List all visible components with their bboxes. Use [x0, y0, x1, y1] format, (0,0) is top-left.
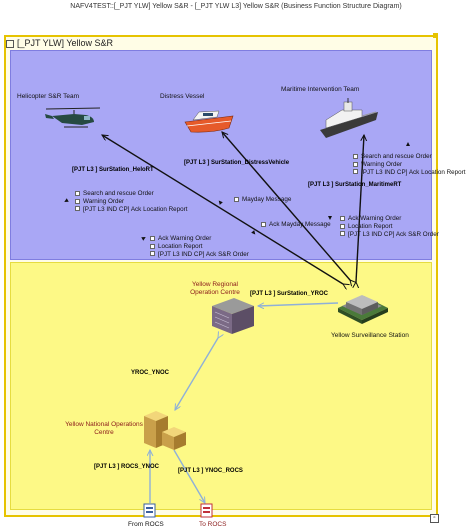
message-ack-mayday: Ack Mayday Message: [261, 221, 331, 229]
message-item[interactable]: Ack Warning Order: [150, 235, 249, 243]
package-icon: [6, 39, 14, 48]
diagram-title: NAFV4TEST::[_PJT YLW] Yellow S&R - [_PJT…: [70, 3, 402, 10]
link-ynoc-rocs[interactable]: [173, 449, 206, 503]
link-yroc-ynoc[interactable]: [174, 338, 218, 410]
link-distress[interactable]: [222, 132, 350, 280]
message-mayday: Mayday Message: [234, 196, 291, 204]
message-group-maritime-up: Ack Warning Order Location Report [PJT L…: [340, 215, 439, 238]
ship-icon[interactable]: [318, 98, 380, 140]
message-item[interactable]: Ack Warning Order: [340, 215, 439, 223]
resize-handle-icon[interactable]: ▫: [430, 514, 439, 523]
message-item[interactable]: Search and rescue Order: [353, 153, 466, 161]
to-rocs-port-icon[interactable]: [200, 503, 214, 519]
surveillance-station-label: Yellow Surveillance Station: [331, 332, 409, 339]
message-group-helo-up: Ack Warning Order Location Report [PJT L…: [150, 235, 249, 258]
link-yroc[interactable]: [258, 302, 339, 306]
message-item[interactable]: Location Report: [340, 223, 439, 231]
package-label: [_PJT YLW] Yellow S&R: [6, 38, 113, 48]
message-item[interactable]: [PJT L3 IND CP] Ack S&R Order: [340, 231, 439, 239]
lifeboat-icon[interactable]: [183, 106, 235, 136]
distress-vessel-label: Distress Vessel: [160, 93, 205, 100]
surveillance-station-icon[interactable]: [336, 284, 390, 330]
flow-direction-arrow: [328, 216, 332, 220]
helicopter-team-label: Helicopter S&R Team: [17, 93, 80, 100]
message-item[interactable]: Ack Mayday Message: [261, 221, 331, 229]
message-item[interactable]: [PJT L3 IND CP] Ack Location Report: [353, 169, 466, 177]
national-centre-label-text: Yellow National Operations Centre: [65, 421, 143, 436]
message-item[interactable]: Search and rescue Order: [75, 190, 188, 198]
from-rocs-port-icon[interactable]: [143, 503, 157, 519]
link-label-distress: [PJT L3 ] SurStation_DistressVehicle: [184, 160, 290, 166]
helicopter-icon[interactable]: [44, 106, 102, 130]
from-rocs-label: From ROCS: [128, 521, 164, 528]
national-centre-icon[interactable]: [140, 410, 188, 452]
building-icon[interactable]: [208, 294, 258, 336]
link-label-yroc: [PJT L3 ] SurStation_YROC: [250, 291, 329, 297]
link-label-ynoc-rocs: [PJT L3 ] YNOC_ROCS: [178, 468, 243, 474]
link-label-helo: [PJT L3 ] SurStation_HeloRT: [72, 167, 154, 173]
flow-direction-arrow: [406, 142, 410, 146]
message-item[interactable]: [PJT L3 IND CP] Ack Location Report: [75, 206, 188, 214]
link-label-maritime: [PJT L3 ] SurStation_MaritimeRT: [308, 182, 402, 188]
package-label-text: [_PJT YLW] Yellow S&R: [17, 38, 114, 48]
message-item[interactable]: Warning Order: [75, 198, 188, 206]
message-group-helo-down: Search and rescue Order Warning Order [P…: [75, 190, 188, 213]
link-label-yroc-ynoc: YROC_YNOC: [131, 370, 170, 376]
message-item[interactable]: Mayday Message: [234, 196, 291, 204]
link-label-rocs-ynoc: [PJT L3 ] ROCS_YNOC: [94, 464, 160, 470]
yroc-label-text: Yellow Regional Operation Centre: [190, 281, 240, 296]
national-centre-label: Yellow National Operations Centre: [64, 421, 144, 437]
to-rocs-label: To ROCS: [199, 521, 227, 528]
maritime-team-label: Maritime Intervention Team: [281, 86, 360, 93]
message-item[interactable]: [PJT L3 IND CP] Ack S&R Order: [150, 251, 249, 259]
message-item[interactable]: Warning Order: [353, 161, 466, 169]
message-group-maritime-down: Search and rescue Order Warning Order [P…: [353, 153, 466, 176]
frame-corner-marker: [433, 33, 438, 38]
message-item[interactable]: Location Report: [150, 243, 249, 251]
yroc-label: Yellow Regional Operation Centre: [186, 281, 244, 297]
